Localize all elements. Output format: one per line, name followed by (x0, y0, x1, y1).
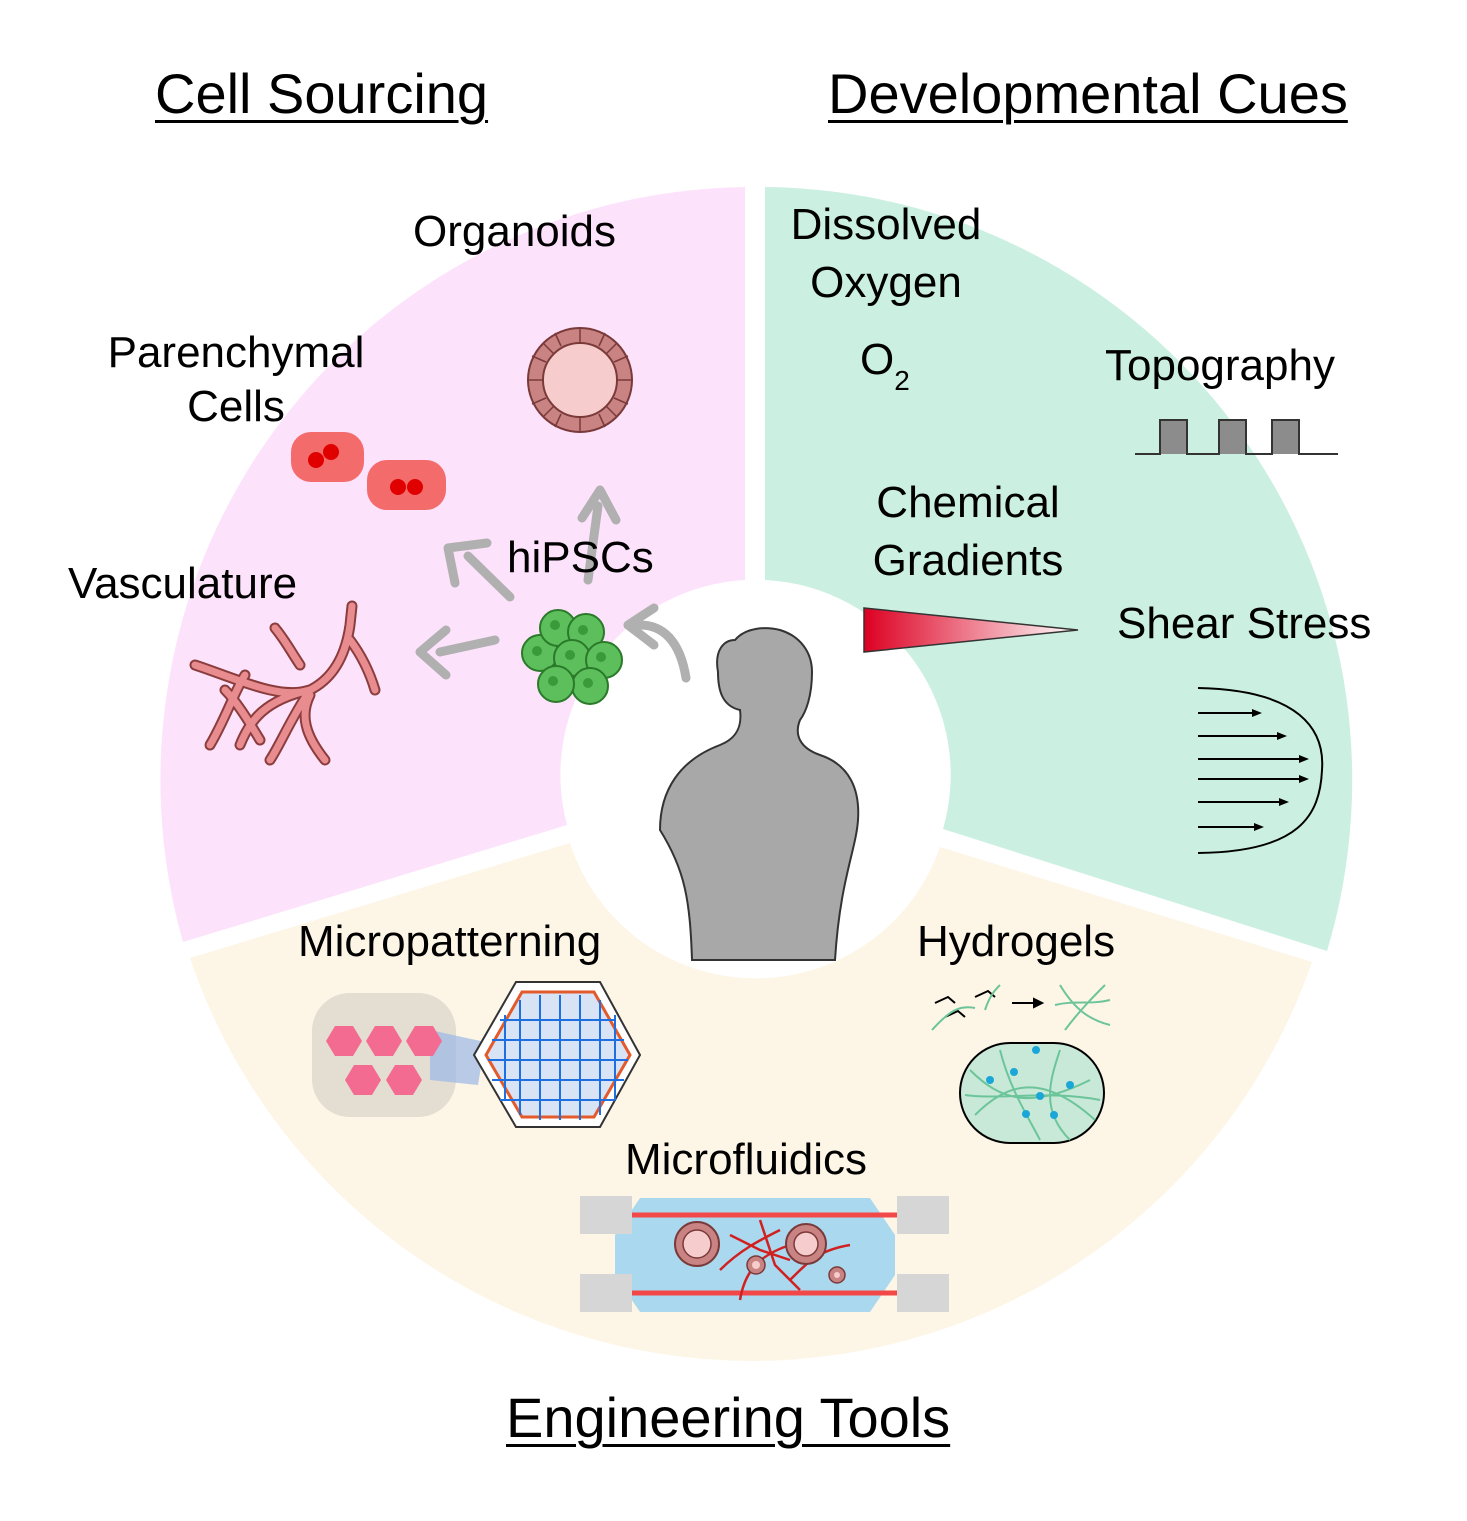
label-hipscs: hiPSCs (507, 533, 654, 582)
o2-subscript: 2 (894, 365, 910, 396)
o2-symbol: O (860, 335, 895, 384)
label-microfluidics: Microfluidics (625, 1135, 868, 1184)
label-o2: O2 (860, 335, 910, 395)
parenchymal-cell-icon (291, 432, 446, 510)
label-dissolved-line2: Oxygen (810, 258, 962, 307)
shear-flow-icon (1197, 687, 1324, 854)
sector-engineering-tools (190, 843, 1312, 1361)
label-vasculature: Vasculature (68, 559, 298, 608)
organoid-icon (527, 327, 633, 433)
heading-engineering-tools: Engineering Tools (506, 1386, 951, 1449)
topography-icon (1135, 419, 1338, 455)
heading-developmental-cues: Developmental Cues (828, 62, 1348, 125)
label-parenchymal-cells: Parenchymal Cells (90, 326, 382, 434)
label-parenchymal-line1: Parenchymal (107, 328, 365, 377)
label-organoids: Organoids (413, 207, 617, 256)
label-dissolved-line1: Dissolved (790, 200, 982, 249)
label-parenchymal-line2: Cells (187, 382, 285, 431)
label-dissolved-oxygen: Dissolved Oxygen (778, 196, 994, 312)
micropattern-icon (312, 981, 642, 1128)
label-chemical-gradients: Chemical Gradients (855, 474, 1081, 590)
label-hydrogels: Hydrogels (917, 917, 1116, 966)
heading-cell-sourcing: Cell Sourcing (155, 62, 489, 125)
human-silhouette (658, 627, 860, 961)
label-chemical-line2: Gradients (872, 536, 1064, 585)
label-shear-stress: Shear Stress (1117, 599, 1372, 648)
arrow-icon (1012, 997, 1045, 1009)
hipsc-cluster-icon (521, 609, 623, 705)
label-topography: Topography (1105, 341, 1335, 390)
gradient-wedge-icon (863, 607, 1079, 653)
differentiation-arrows (415, 485, 691, 683)
vasculature-icon (189, 600, 381, 766)
label-micropatterning: Micropatterning (298, 917, 602, 966)
label-chemical-line1: Chemical (876, 478, 1060, 527)
microfluidic-chip-icon (580, 1196, 949, 1312)
hydrogel-icon (931, 984, 1111, 1144)
